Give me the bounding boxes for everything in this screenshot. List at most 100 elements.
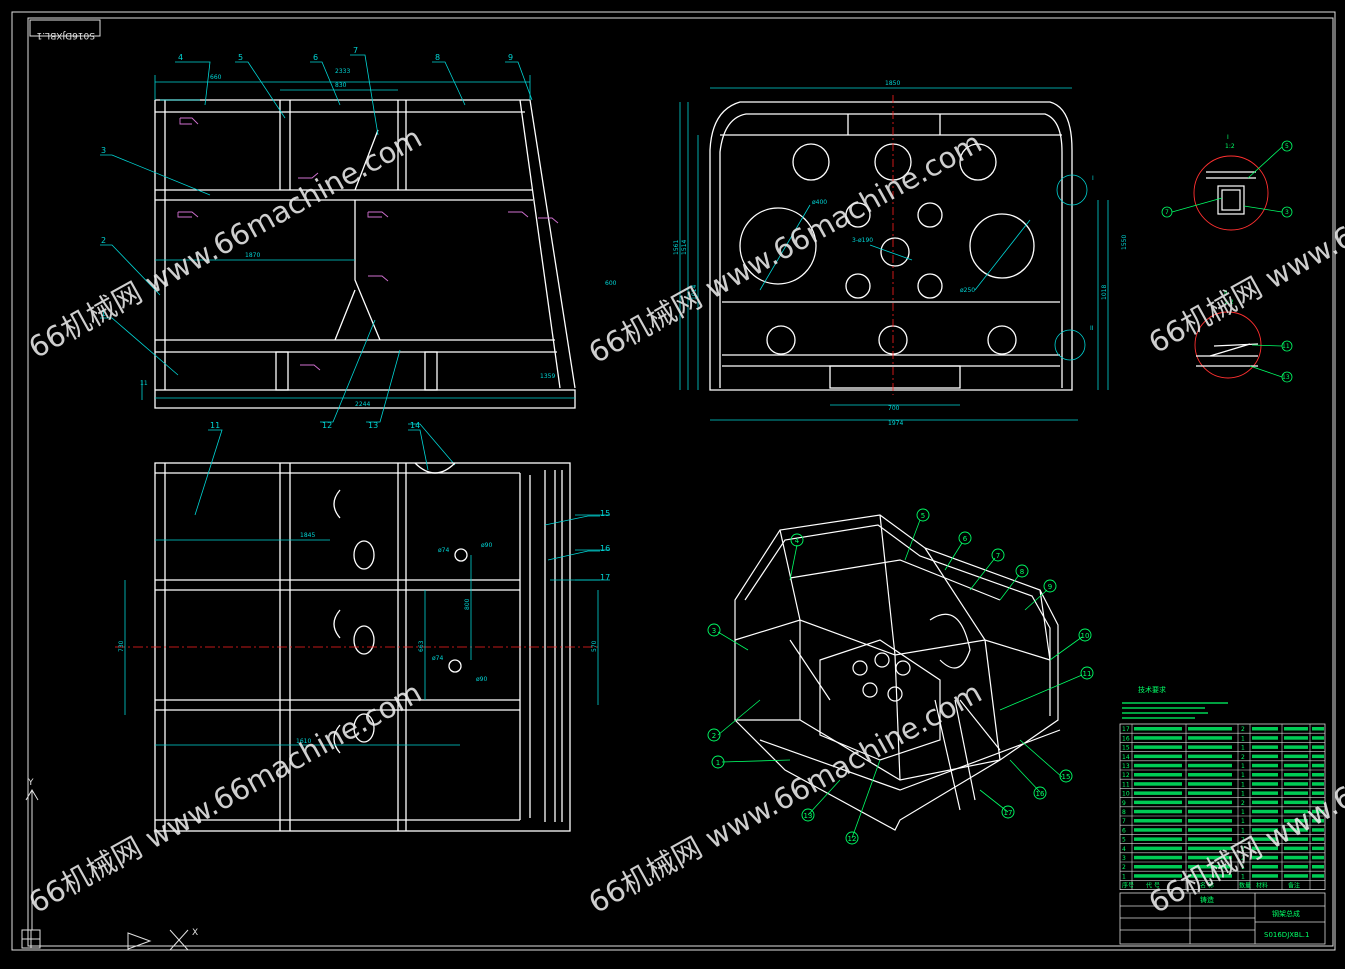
bom-cell-text — [1188, 800, 1232, 805]
bom-cell-text — [1312, 828, 1324, 832]
dim-1561: 1561 — [673, 240, 680, 255]
balloon-17-plan: 17 — [600, 573, 610, 582]
front-view-dims — [679, 87, 1109, 421]
bom-cell-text — [1284, 846, 1308, 851]
bom-cell-text — [1188, 837, 1232, 841]
dim-600: 600 — [605, 280, 617, 287]
plan-view-dims — [124, 514, 610, 746]
bom-row-qty: 1 — [1241, 864, 1245, 871]
dim-660: 660 — [210, 74, 222, 81]
bom-cell-text — [1284, 782, 1308, 786]
detail-1-balloon-7: 7 — [1165, 209, 1169, 216]
bom-row-index: 3 — [1122, 855, 1126, 862]
bom-cell-text — [1252, 773, 1278, 777]
iso-balloon-9: 9 — [1048, 583, 1052, 591]
balloon-5: 5 — [238, 53, 243, 62]
dim-1018: 1018 — [1101, 285, 1108, 300]
bom-cell-text — [1252, 791, 1278, 795]
iso-view-leaders — [717, 519, 1083, 839]
bom-row-qty: 1 — [1241, 818, 1245, 825]
bom-cell-text — [1284, 819, 1308, 823]
iso-view-balloons — [707, 508, 1094, 845]
side-view-dims — [141, 75, 575, 400]
bom-cell-text — [1188, 819, 1232, 823]
dim-d90-a: ø90 — [481, 542, 492, 549]
balloon-2: 2 — [101, 236, 106, 245]
ucs-x-label: X — [192, 928, 198, 938]
bom-cell-text — [1134, 874, 1182, 878]
bom-cell-text — [1134, 855, 1182, 860]
bom-cell-text — [1188, 745, 1232, 749]
bom-row-index: 8 — [1122, 809, 1126, 816]
front-view — [709, 101, 1073, 391]
balloon-14: 14 — [410, 421, 420, 430]
dim-d400: ø400 — [812, 199, 827, 206]
bom-cell-text — [1252, 782, 1278, 786]
bom-header-cell: 序号 — [1122, 882, 1134, 890]
bom-row-index: 7 — [1122, 818, 1126, 825]
balloon-9: 9 — [508, 53, 513, 62]
balloon-4: 4 — [178, 53, 183, 62]
weld-symbols-side — [177, 117, 559, 371]
bom-cell-text — [1312, 782, 1324, 786]
iso-balloon-15: 15 — [1062, 773, 1071, 781]
detail-view-1-text: I 1:2 5 7 3 — [1165, 134, 1289, 216]
bom-cell-text — [1252, 846, 1278, 851]
iso-view — [734, 514, 1061, 831]
bom-cell-text — [1134, 763, 1182, 768]
bom-cell-text — [1284, 837, 1308, 841]
bom-row-qty: 1 — [1241, 781, 1245, 788]
balloon-13: 13 — [368, 421, 378, 430]
iso-balloon-13: 13 — [804, 812, 813, 820]
balloon-12: 12 — [322, 421, 332, 430]
iso-balloon-3: 3 — [712, 627, 716, 635]
dim-1014: 1014 — [691, 285, 698, 300]
bom-cell-text — [1252, 763, 1278, 768]
iso-view-balloon-text: 4 5 6 7 8 9 3 10 11 2 1 15 16 17 13 12 — [712, 512, 1092, 843]
bom-row-qty: 2 — [1241, 726, 1245, 733]
bom-row-index: 6 — [1122, 827, 1126, 834]
bom-cell-text — [1312, 874, 1324, 878]
bom-row-qty: 2 — [1241, 855, 1245, 862]
bom-cell-text — [1284, 800, 1308, 805]
bom-cell-text — [1252, 819, 1278, 823]
bom-cell-text — [1188, 754, 1232, 759]
balloon-15-plan: 15 — [600, 509, 610, 518]
bom-cell-text — [1252, 809, 1278, 814]
balloon-1: 1 — [101, 309, 106, 318]
bom-cell-text — [1252, 800, 1278, 805]
dim-1974: 1974 — [888, 420, 903, 427]
dim-570: 570 — [591, 640, 598, 652]
bom-cell-text — [1312, 855, 1324, 860]
bom-row-index: 14 — [1122, 754, 1130, 761]
iso-balloon-2: 2 — [712, 732, 716, 740]
bom-cell-text — [1312, 773, 1324, 777]
bom-cell-text — [1312, 745, 1324, 749]
bom-cell-text — [1312, 809, 1324, 814]
balloon-3: 3 — [101, 146, 106, 155]
bom-cell-text — [1312, 837, 1324, 841]
bom-cell-text — [1134, 865, 1182, 869]
title-part-name: 钢架总成 — [1272, 909, 1300, 918]
dim-1610: 1610 — [296, 738, 311, 745]
detail-1-label: I — [1227, 134, 1229, 141]
bom-cell-text — [1284, 773, 1308, 777]
bom-cell-text — [1188, 791, 1232, 795]
front-view-dim-text: 1850 1561 1514 1014 1018 1550 700 1974 ø… — [673, 80, 1128, 427]
dim-d90-b: ø90 — [476, 676, 487, 683]
iso-balloon-11: 11 — [1083, 670, 1092, 678]
bom-cell-text — [1252, 874, 1278, 878]
bom-cell-text — [1284, 865, 1308, 869]
bom-cell-text — [1188, 727, 1232, 731]
dim-d74-b: ø74 — [432, 655, 443, 662]
bom-cell-text — [1188, 736, 1232, 740]
dim-1514: 1514 — [681, 240, 688, 255]
notes-lines — [1122, 702, 1228, 719]
bom-cell-text — [1252, 828, 1278, 832]
iso-balloon-5: 5 — [921, 512, 925, 520]
side-view-dim-text: 660 2333 830 1870 2244 1359 600 11 — [140, 68, 617, 408]
bom-row-index: 11 — [1122, 781, 1130, 788]
bom-cell-text — [1188, 782, 1232, 786]
